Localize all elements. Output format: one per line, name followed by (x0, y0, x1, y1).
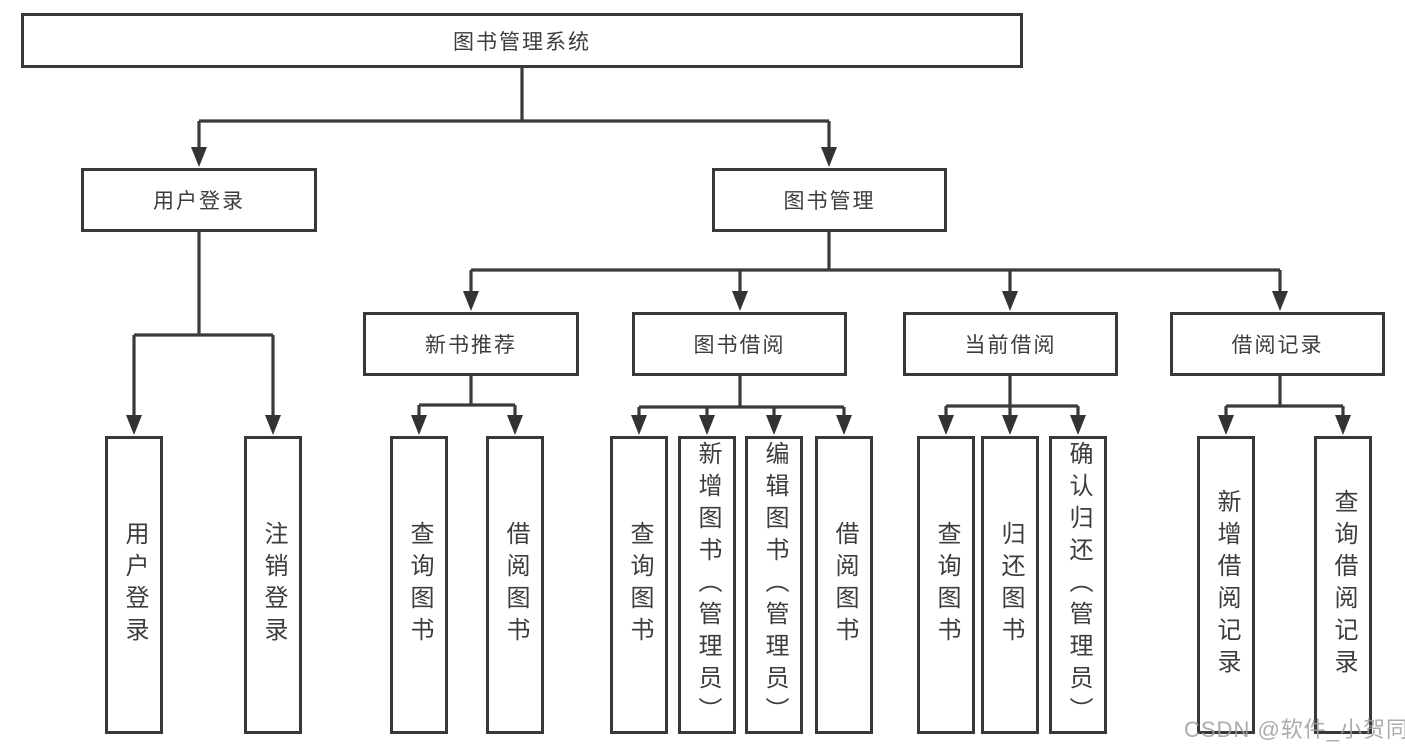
leaf-label: 归还图书 (997, 521, 1024, 649)
arrowhead-icon (1002, 291, 1018, 311)
arrowhead-icon (1335, 415, 1351, 435)
arrowhead-icon (463, 291, 479, 311)
leaf-borrow-books-recommend: 借阅图书 (486, 436, 544, 734)
connector-user-login-group (126, 232, 281, 435)
leaf-label: 查询图书 (626, 521, 653, 649)
leaf-label: 查询图书 (933, 521, 960, 649)
arrowhead-icon (1272, 291, 1288, 311)
csdn-watermark: CSDN @软件_小贺同学 (1184, 717, 1405, 742)
node-label: 当前借阅 (964, 334, 1057, 357)
arrowhead-icon (1070, 415, 1086, 435)
leaf-add-borrow-record: 新增借阅记录 (1197, 436, 1255, 734)
leaf-label: 查询借阅记录 (1330, 489, 1357, 681)
arrowhead-icon (732, 291, 748, 311)
node-label: 图书管理系统 (453, 30, 591, 54)
node-label: 借阅记录 (1231, 334, 1324, 357)
leaf-label: 借阅图书 (502, 521, 529, 649)
arrowhead-icon (126, 415, 142, 435)
arrowhead-icon (265, 415, 281, 435)
leaf-edit-books-admin: 编辑图书（管理员） (745, 436, 803, 734)
node-borrow-record: 借阅记录 (1170, 312, 1385, 376)
arrowhead-icon (836, 415, 852, 435)
connector-borrow-record-group (1218, 376, 1351, 435)
arrowhead-icon (821, 147, 837, 167)
node-label: 用户登录 (153, 190, 245, 213)
leaf-user-login: 用户登录 (105, 436, 163, 734)
leaf-query-books-borrow: 查询图书 (610, 436, 668, 734)
connector-book-mgmt-to-level3 (463, 232, 1288, 311)
leaf-logout: 注销登录 (244, 436, 302, 734)
connector-root-to-level2 (191, 68, 837, 167)
leaf-label: 查询图书 (406, 521, 433, 649)
leaf-label: 确认归还（管理员） (1065, 441, 1092, 729)
arrowhead-icon (631, 415, 647, 435)
connector-current-borrow-group (938, 376, 1086, 435)
node-book-borrow: 图书借阅 (632, 312, 847, 376)
arrowhead-icon (766, 415, 782, 435)
node-label: 新书推荐 (425, 334, 517, 357)
leaf-add-books-admin: 新增图书（管理员） (678, 436, 736, 734)
arrowhead-icon (411, 415, 427, 435)
node-user-login: 用户登录 (81, 168, 317, 232)
node-current-borrow: 当前借阅 (903, 312, 1118, 376)
arrowhead-icon (1002, 415, 1018, 435)
leaf-query-borrow-record: 查询借阅记录 (1314, 436, 1372, 734)
leaf-label: 借阅图书 (831, 521, 858, 649)
leaf-query-books-current: 查询图书 (917, 436, 975, 734)
connector-book-borrow-group (631, 376, 852, 435)
node-label: 图书管理 (783, 190, 876, 213)
leaf-borrow-books: 借阅图书 (815, 436, 873, 734)
arrowhead-icon (938, 415, 954, 435)
arrowhead-icon (1218, 415, 1234, 435)
node-library-management-system: 图书管理系统 (21, 13, 1023, 68)
arrowhead-icon (191, 147, 207, 167)
leaf-label: 用户登录 (121, 521, 148, 649)
arrowhead-icon (507, 415, 523, 435)
arrowhead-icon (699, 415, 715, 435)
node-new-book-recommend: 新书推荐 (363, 312, 579, 376)
leaf-return-books: 归还图书 (981, 436, 1039, 734)
leaf-confirm-return-admin: 确认归还（管理员） (1049, 436, 1107, 734)
node-label: 图书借阅 (693, 334, 786, 357)
leaf-label: 新增图书（管理员） (694, 441, 721, 729)
leaf-label: 注销登录 (260, 521, 287, 649)
connector-new-book-group (411, 376, 523, 435)
node-book-management: 图书管理 (712, 168, 947, 232)
leaf-label: 新增借阅记录 (1213, 489, 1240, 681)
leaf-query-books-recommend: 查询图书 (390, 436, 448, 734)
leaf-label: 编辑图书（管理员） (761, 441, 788, 729)
